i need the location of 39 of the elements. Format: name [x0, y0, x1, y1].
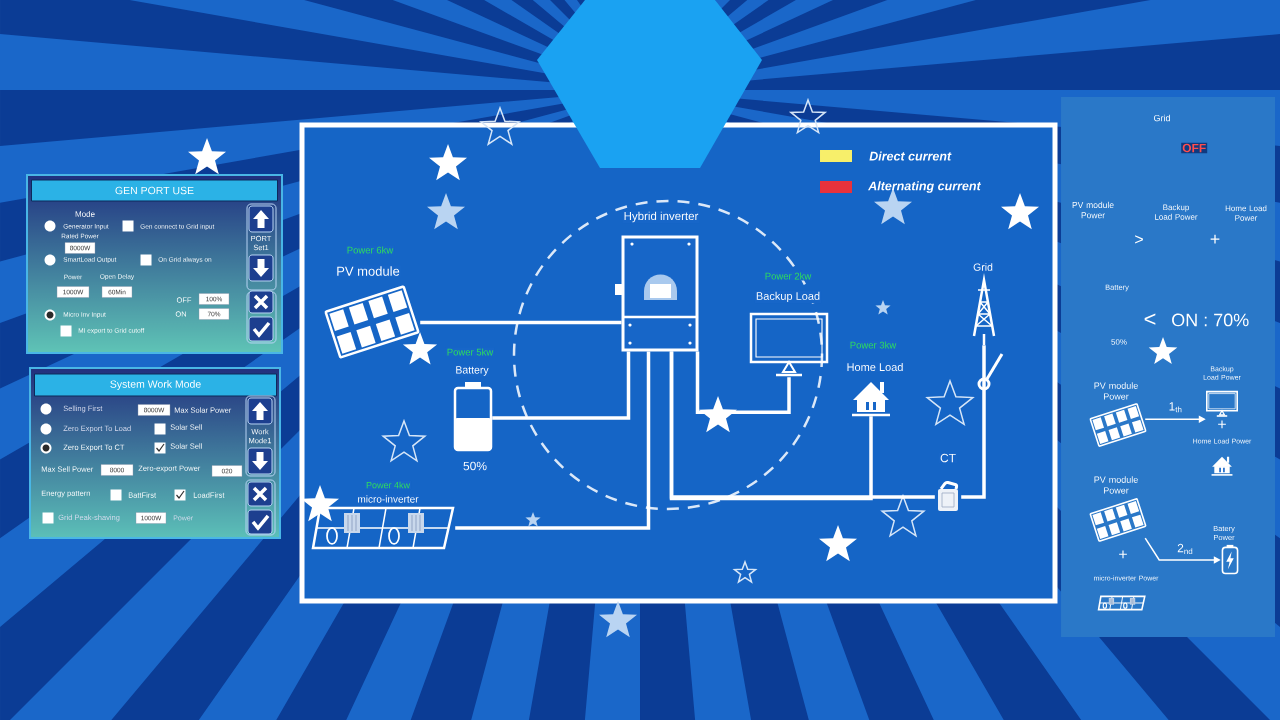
side-label: Home Load Power	[1225, 205, 1267, 221]
connector-line	[961, 345, 986, 499]
side-label: +	[1218, 420, 1226, 429]
panel-title: System Work Mode	[34, 373, 277, 397]
panel-text: Mode	[75, 211, 95, 217]
power-caption: Power 6kw	[345, 245, 395, 255]
side-label: 50%	[1111, 339, 1127, 345]
side-label: Grid	[1153, 114, 1170, 122]
node-label: PV module Power	[1094, 382, 1138, 400]
node-label: Home Load	[845, 361, 905, 373]
side-label: Backup Load Power	[1155, 204, 1198, 220]
connector-line	[669, 351, 873, 501]
edge-label: 2$_{nd}$	[1177, 543, 1193, 555]
node-label: Grid	[972, 262, 994, 272]
power-caption: Power 5kw	[445, 347, 495, 357]
panel-title: GEN PORT USE	[31, 179, 278, 202]
side-label: <	[1144, 313, 1156, 325]
node-label: Battery	[454, 365, 490, 377]
side-label: PV module Power	[1072, 201, 1114, 219]
power-caption: Power 3kw	[848, 340, 898, 350]
side-label: ON : 70%	[1172, 313, 1249, 327]
node-label: 50%	[462, 460, 488, 472]
connector-line	[695, 351, 791, 414]
legend-label: Alternating current	[867, 181, 982, 193]
node-label: PV module Power	[1094, 476, 1138, 494]
power-caption: Power 2kw	[763, 271, 813, 281]
legend-label: Direct current	[869, 151, 952, 161]
connector-line	[420, 320, 622, 325]
edge-label: 1$_{th}$	[1169, 402, 1182, 413]
side-label: +	[1210, 234, 1220, 244]
node-label: CT	[939, 452, 957, 464]
node-label: PV module	[335, 265, 401, 277]
side-label: +	[1119, 550, 1127, 559]
side-label: >	[1135, 235, 1143, 244]
status-text: OFF	[1181, 142, 1208, 154]
node-label: micro-inverter	[356, 494, 420, 504]
connector-line	[492, 351, 631, 420]
connector-line	[455, 351, 651, 530]
power-caption: Power 4kw	[365, 480, 411, 490]
